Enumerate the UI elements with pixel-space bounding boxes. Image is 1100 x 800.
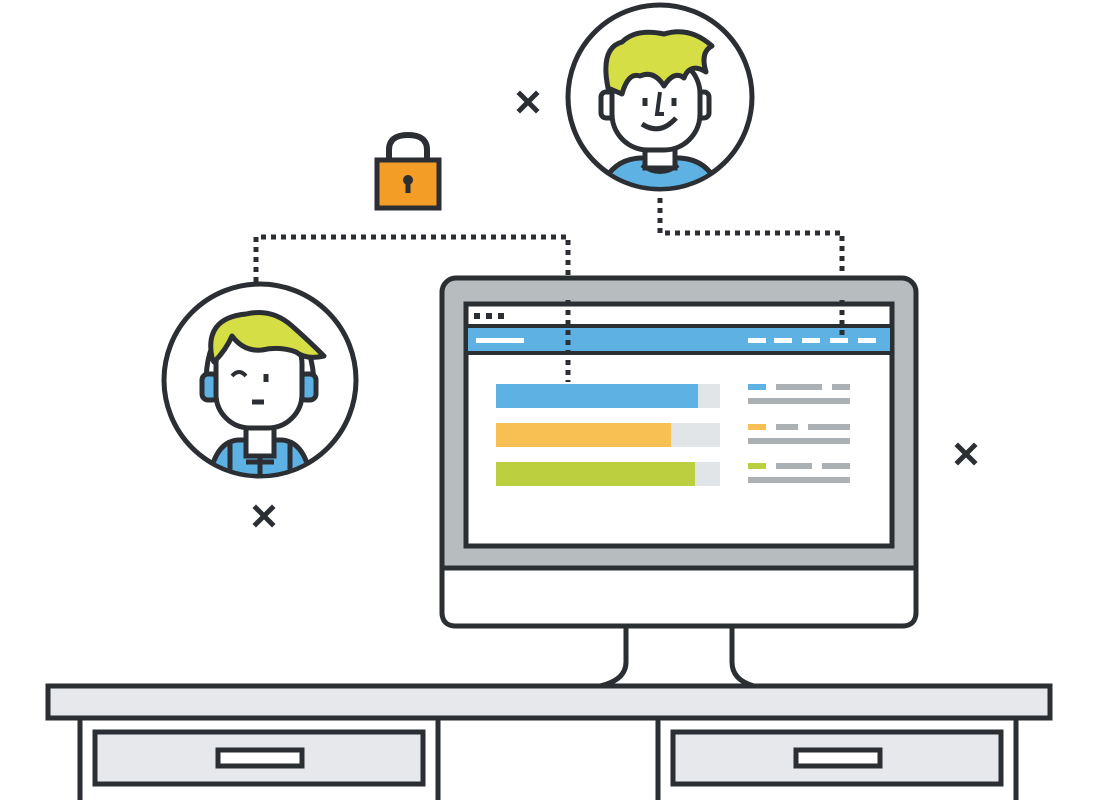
connector-left	[253, 234, 571, 382]
padlock-icon	[374, 131, 442, 211]
header-nav-placeholders	[476, 338, 876, 343]
close-x-icon	[516, 90, 540, 114]
connector-overlays	[565, 300, 845, 382]
progress-fill-orange	[496, 423, 671, 447]
woman-with-headset-avatar	[161, 281, 359, 479]
monitor-stand	[597, 624, 757, 689]
legend-placeholders	[748, 384, 850, 483]
progress-fill-blue	[496, 384, 698, 408]
window-controls	[474, 313, 504, 319]
progress-fill-green	[496, 462, 695, 486]
desk	[45, 683, 1053, 800]
close-x-icon	[252, 504, 276, 528]
drawer-handle-left	[215, 747, 305, 769]
man-avatar	[565, 2, 755, 192]
progress-bars	[496, 384, 720, 486]
close-x-icon	[954, 442, 978, 466]
drawer-handle-right	[793, 747, 883, 769]
monitor	[439, 275, 919, 629]
connector-lines	[253, 198, 845, 382]
desk-top	[45, 683, 1053, 721]
cross-icons	[252, 90, 978, 528]
screen-header-bar	[468, 328, 890, 352]
